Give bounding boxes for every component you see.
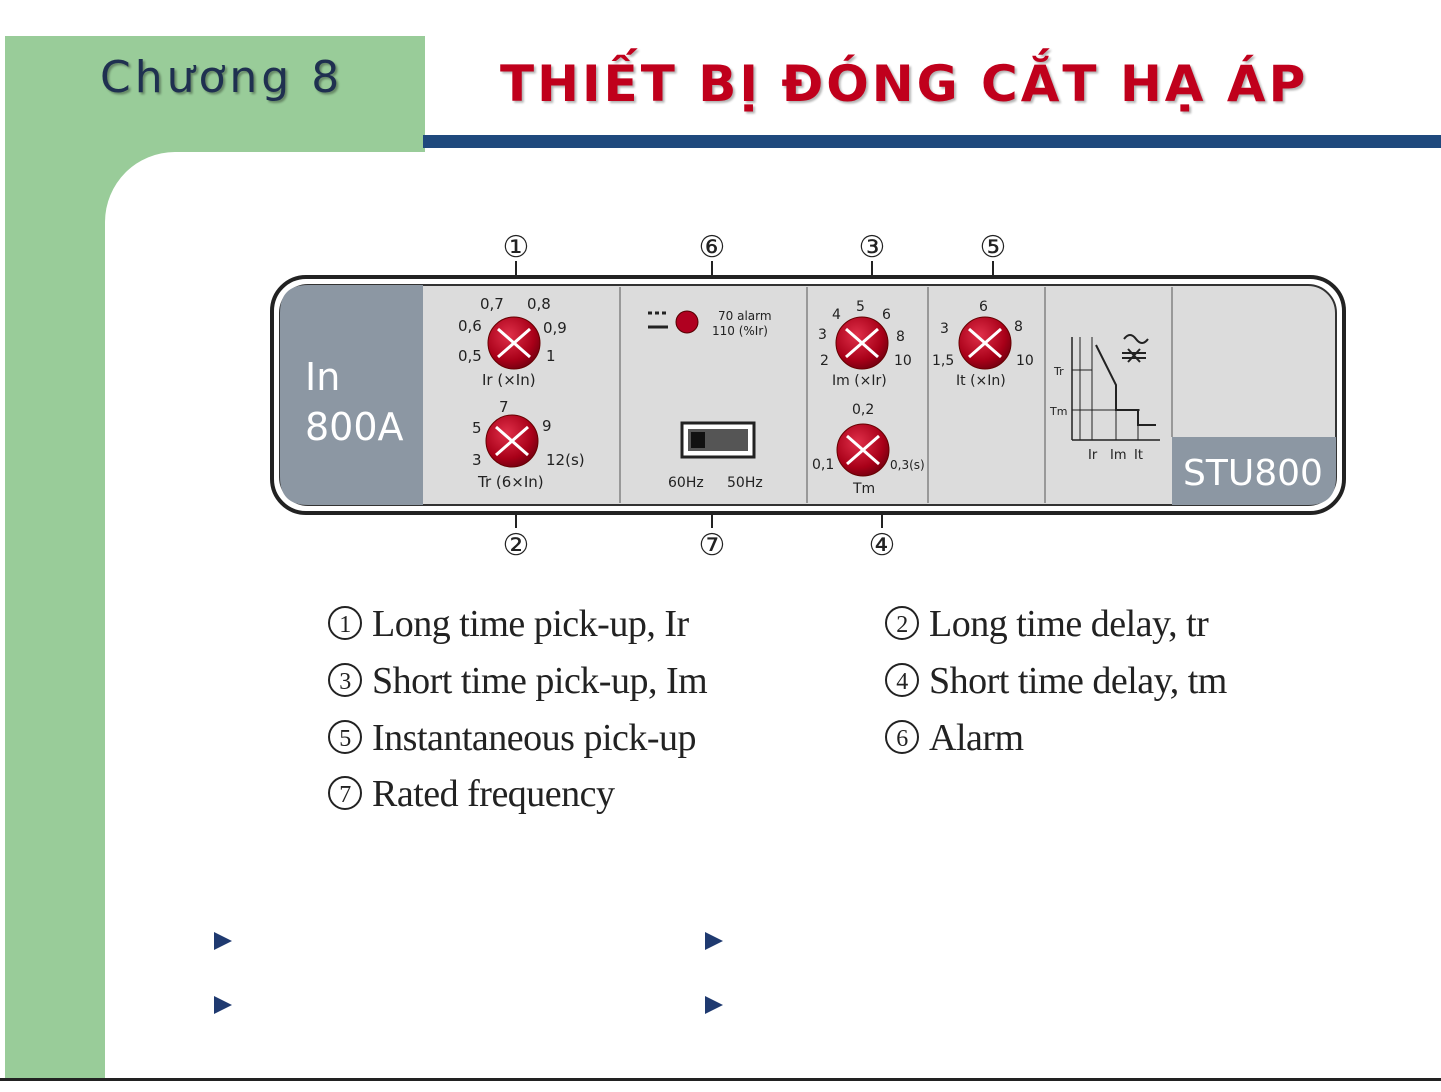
- model-block: [1172, 437, 1336, 505]
- dial-it-label: 10: [1016, 353, 1034, 369]
- legend-item: 6 Alarm: [885, 716, 1024, 760]
- dial-tr-label: 9: [542, 417, 552, 435]
- dial-ir[interactable]: [487, 316, 541, 370]
- legend-text: Alarm: [929, 717, 1024, 759]
- ac-symbol-icon: [1122, 334, 1149, 363]
- legend-number: 1: [328, 606, 362, 640]
- legend-text: Long time delay, tr: [929, 603, 1209, 645]
- chapter-label: Chương 8: [100, 52, 344, 103]
- dial-im-label: 4: [832, 307, 841, 323]
- dial-ir-label: 1: [546, 347, 556, 365]
- dial-it-label: 8: [1014, 319, 1023, 335]
- dial-im[interactable]: [835, 316, 889, 370]
- dial-tr-label: 5: [472, 419, 482, 437]
- dial-im-label: 6: [882, 307, 891, 323]
- dial-im-label: 10: [894, 353, 912, 369]
- dial-it-label: 6: [979, 299, 988, 315]
- trip-curve-diagram: [1071, 337, 1160, 441]
- frequency-switch[interactable]: [680, 421, 756, 459]
- dial-it-caption: It (×In): [956, 373, 1006, 389]
- alarm-indicator: [648, 310, 699, 334]
- model-label: STU800: [1183, 453, 1323, 494]
- dial-tm[interactable]: [836, 423, 890, 477]
- legend-item: 7 Rated frequency: [328, 772, 615, 816]
- dial-ir-label: 0,7: [480, 295, 504, 313]
- frequency-60hz-label: 60Hz: [668, 475, 704, 491]
- dial-ir-label: 0,6: [458, 317, 482, 335]
- trip-unit-panel: ① ⑥ ③ ⑤ ② ⑦ ④ In 800A STU800 0,7 0,8 0,6…: [270, 230, 1346, 563]
- callout-5: ⑤: [980, 230, 1007, 265]
- dial-tr-label: 12(s): [546, 451, 585, 469]
- callout-1: ①: [503, 230, 530, 265]
- dial-it[interactable]: [958, 316, 1012, 370]
- dial-tm-caption: Tm: [852, 481, 875, 497]
- dial-ir-label: 0,8: [527, 295, 551, 313]
- legend-item: 2 Long time delay, tr: [885, 602, 1209, 646]
- legend-number: 4: [885, 663, 919, 697]
- callout-6: ⑥: [699, 230, 726, 265]
- bullet-arrow-icon: [214, 996, 232, 1014]
- callout-7: ⑦: [699, 528, 726, 563]
- frequency-50hz-label: 50Hz: [727, 475, 763, 491]
- callout-2: ②: [503, 528, 530, 563]
- bullet-arrow-icon: [705, 932, 723, 950]
- legend-text: Long time pick-up, Ir: [372, 603, 689, 645]
- dial-tr-label: 3: [472, 451, 482, 469]
- legend-item: 5 Instantaneous pick-up: [328, 716, 697, 760]
- curve-label-tm: Tm: [1049, 405, 1067, 418]
- dial-ir-caption: Ir (×In): [482, 371, 536, 389]
- alarm-text: 70 alarm: [718, 309, 772, 323]
- rating-block: [280, 285, 423, 505]
- curve-label-ir: Ir: [1088, 448, 1098, 463]
- title-underline-bar: [423, 135, 1441, 148]
- legend-item: 3 Short time pick-up, Im: [328, 659, 708, 703]
- slide-title: THIẾT BỊ ĐÓNG CẮT HẠ ÁP: [500, 55, 1309, 113]
- rating-label: In: [305, 355, 340, 399]
- legend-text: Short time pick-up, Im: [372, 660, 708, 702]
- bullet-arrow-icon: [214, 932, 232, 950]
- dial-tr[interactable]: [485, 414, 539, 468]
- dial-tm-label: 0,2: [852, 402, 874, 418]
- dial-im-label: 8: [896, 329, 905, 345]
- curve-label-it: It: [1134, 448, 1143, 463]
- legend-item: 4 Short time delay, tm: [885, 659, 1227, 703]
- dial-it-label: 3: [940, 321, 949, 337]
- callout-3: ③: [859, 230, 886, 265]
- legend-number: 3: [328, 663, 362, 697]
- dial-im-caption: Im (×Ir): [832, 373, 887, 389]
- header-green-block: [5, 36, 425, 152]
- dial-tm-label: 0,1: [812, 457, 834, 473]
- bullet-arrow-icon: [705, 996, 723, 1014]
- alarm-text: 110 (%Ir): [712, 324, 768, 338]
- left-green-strip: [5, 150, 106, 1081]
- legend-item: 1 Long time pick-up, Ir: [328, 602, 689, 646]
- legend-number: 2: [885, 606, 919, 640]
- legend-text: Instantaneous pick-up: [372, 717, 697, 759]
- legend-text: Rated frequency: [372, 773, 615, 815]
- curve-label-im: Im: [1110, 448, 1127, 463]
- callout-4: ④: [869, 528, 896, 563]
- bottom-divider: [0, 1078, 1441, 1081]
- dial-im-label: 2: [820, 353, 829, 369]
- legend-number: 7: [328, 776, 362, 810]
- dial-tr-caption: Tr (6×In): [477, 473, 544, 491]
- legend-number: 6: [885, 720, 919, 754]
- dial-ir-label: 0,5: [458, 347, 482, 365]
- curve-label-tr: Tr: [1053, 365, 1064, 378]
- dial-ir-label: 0,9: [543, 319, 567, 337]
- dial-tr-label: 7: [499, 398, 509, 416]
- rating-value: 800A: [305, 405, 404, 449]
- legend-number: 5: [328, 720, 362, 754]
- legend-text: Short time delay, tm: [929, 660, 1227, 702]
- dial-tm-label: 0,3(s): [890, 458, 925, 472]
- dial-im-label: 3: [818, 327, 827, 343]
- dial-im-label: 5: [856, 299, 865, 315]
- dial-it-label: 1,5: [932, 353, 954, 369]
